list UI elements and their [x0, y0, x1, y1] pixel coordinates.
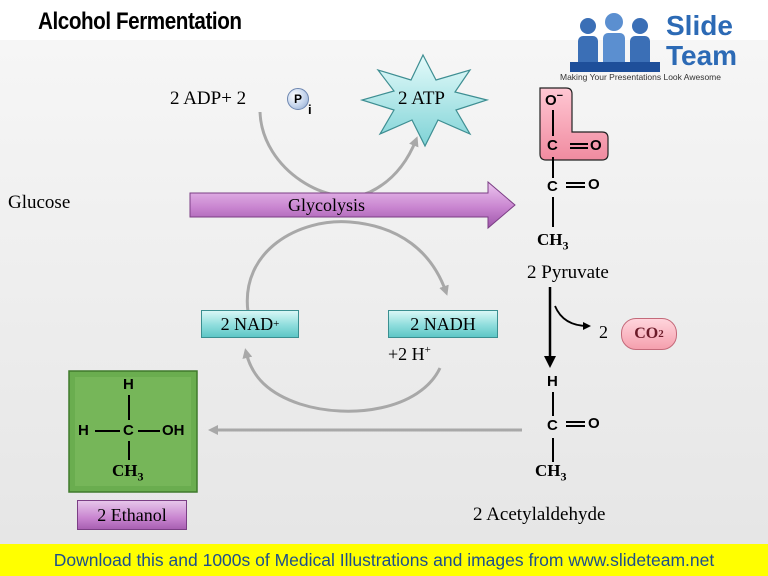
footer-text[interactable]: Download this and 1000s of Medical Illus… [53, 549, 715, 570]
footer-banner[interactable]: Download this and 1000s of Medical Illus… [0, 544, 768, 576]
phosphate-letter: P [293, 92, 302, 106]
acetylaldehyde-c: C [547, 417, 558, 434]
ethanol-label-box: 2 Ethanol [77, 500, 187, 530]
hydrogen-ion-superscript: + [424, 344, 431, 356]
pyruvate-o-minus: O− [545, 90, 564, 109]
ethanol-h-left: H [78, 422, 89, 439]
ethanol-box-highlight [75, 377, 191, 486]
nad-to-nadh-arrow [245, 220, 449, 313]
slideteam-logo: Slide Team Making Your Presentations Loo… [560, 4, 760, 84]
phosphate-icon: P [287, 88, 309, 110]
acetylaldehyde-h: H [547, 373, 558, 390]
adp-label: 2 ADP+ 2 [170, 88, 247, 109]
glycolysis-label: Glycolysis [288, 195, 366, 215]
ethanol-h-top: H [123, 376, 134, 393]
pyruvate-c1: C [547, 137, 558, 154]
ethanol-ch3: CH3 [112, 461, 144, 484]
co2-count: 2 [599, 322, 608, 342]
pyruvate-o2: O [588, 176, 600, 193]
pyruvate-ch3: CH3 [537, 230, 569, 253]
glycolysis-arrow-shape [189, 180, 516, 230]
pyruvate-label: 2 Pyruvate [527, 262, 609, 283]
ethanol-oh: OH [162, 422, 185, 439]
co2-release-arrow [554, 305, 591, 330]
people-icon [570, 13, 660, 72]
ethanol-label: 2 Ethanol [97, 504, 167, 525]
ethanol-c: C [123, 422, 134, 439]
nad-superscript: + [273, 318, 280, 330]
glucose-label: Glucose [8, 192, 71, 213]
acetylaldehyde-label: 2 Acetylaldehyde [473, 504, 606, 525]
nadh-label: 2 NADH [410, 313, 476, 334]
nad-label: 2 NAD [220, 313, 274, 334]
carboxyl-highlight [539, 87, 609, 161]
nad-plus-box: 2 NAD+ [201, 310, 299, 338]
page-title: Alcohol Fermentation [38, 8, 242, 35]
hydrogen-ion-text: +2 H [388, 344, 425, 364]
pyruvate-o1: O [590, 137, 602, 154]
pyruvate-c2: C [547, 178, 558, 195]
atp-label: 2 ATP [398, 88, 445, 109]
nadh-box: 2 NADH [388, 310, 498, 338]
acetylaldehyde-o: O [588, 415, 600, 432]
acetylaldehyde-ch3: CH3 [535, 461, 567, 484]
logo-team-text: Team [666, 40, 738, 71]
logo-tagline: Making Your Presentations Look Awesome [560, 72, 721, 82]
phosphate-subscript: i [308, 102, 312, 117]
nadh-to-nad-arrow [242, 348, 442, 413]
hydrogen-ion-label: +2 H+ [388, 344, 431, 365]
atp-burst [359, 53, 490, 148]
logo-slide-text: Slide [666, 10, 733, 41]
